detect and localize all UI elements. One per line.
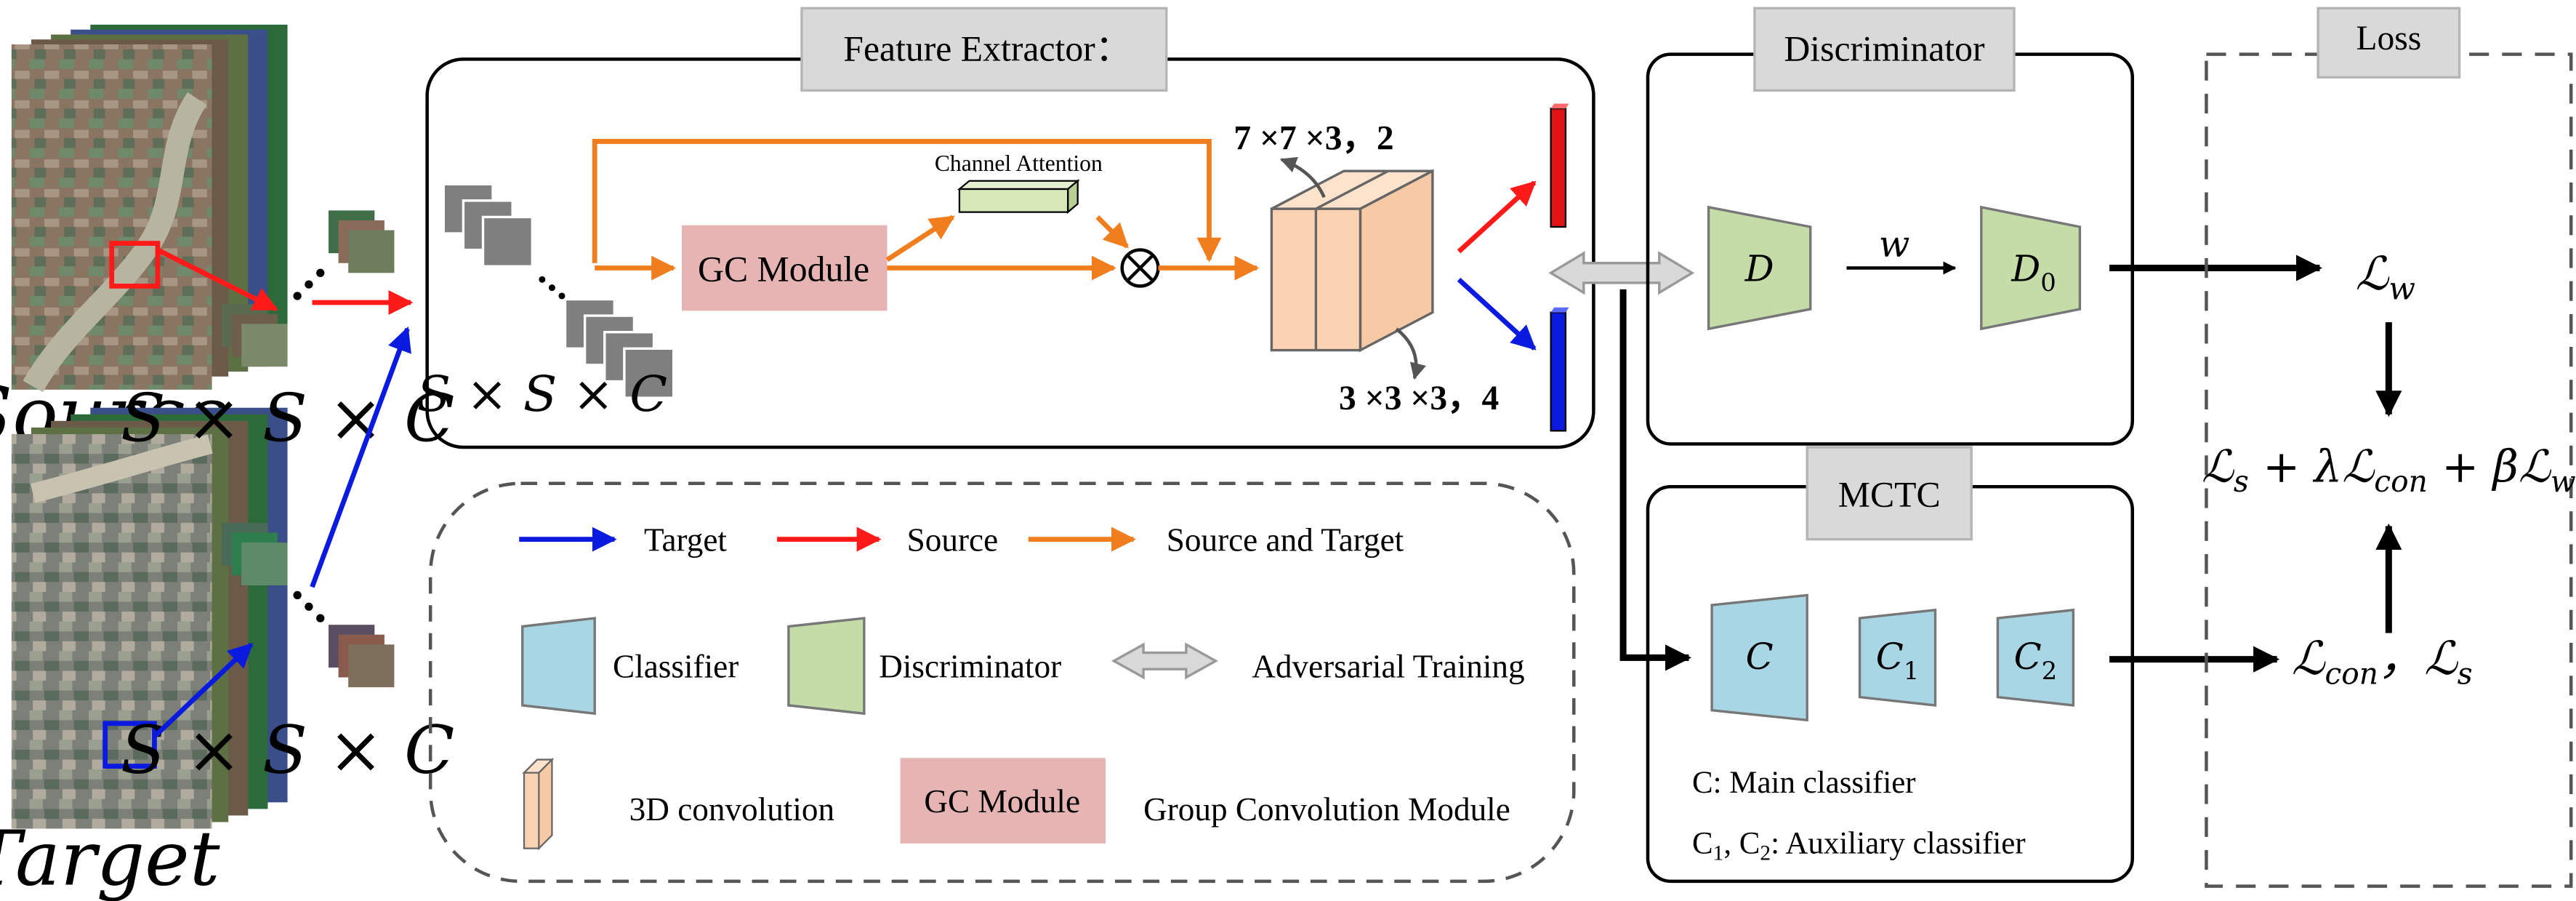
channel-attention-block: [957, 179, 1080, 215]
legend-classifier-icon: [521, 617, 596, 716]
classifier-c-block: [1710, 593, 1808, 722]
conv3d-block: [1270, 169, 1434, 353]
gc-module-label: GC Module: [698, 249, 869, 289]
conv-to-source-feature-arrow: [1457, 180, 1537, 254]
discriminator-d-label: D: [1744, 248, 1774, 290]
c2-label: C: [2014, 636, 2042, 678]
target-image-stack: [11, 407, 288, 829]
legend-classifier-label: Classifier: [613, 649, 738, 685]
skip-connection-arrow: [592, 139, 1222, 263]
classifier-c2-block: [1996, 608, 2075, 707]
d0-subscript: 0: [2040, 268, 2056, 297]
extractor-input-size: S × S × C: [417, 365, 668, 423]
adversarial-double-arrow: [1548, 251, 1695, 295]
classifier-c1-block: [1858, 608, 1937, 707]
legend-target-label: Target: [644, 521, 727, 558]
feature-extractor-title-box: [800, 7, 1168, 92]
kernel-top-pointer: [1279, 156, 1326, 199]
target-to-patch-arrow: [153, 642, 254, 739]
discriminator-title-box: [1753, 7, 2016, 92]
legend-discriminator-label: Discriminator: [879, 649, 1061, 685]
target-patch-to-extractor-arrow: [310, 327, 411, 588]
source-image-stack: [11, 24, 288, 393]
gc-to-attention-arrow: [885, 215, 955, 263]
attention-to-multiply-arrow: [1095, 215, 1129, 249]
svg-text:C1: C1: [1876, 636, 1920, 685]
w-label: w: [1879, 223, 1910, 265]
legend-source-label: Source: [907, 521, 999, 558]
loss-lcon-ls: ℒcon，ℒs: [2292, 631, 2473, 692]
mctc-title-box: [1806, 446, 1973, 541]
discriminator-d0-block: [1980, 205, 2082, 331]
source-patch-size: S × S × C: [121, 380, 454, 457]
source-feature-vector: [1550, 103, 1569, 228]
target-label: Target: [0, 814, 220, 901]
classifier-c-label: C: [1746, 636, 1774, 678]
source-patches: [222, 210, 395, 367]
kernel-bottom-label: 3 ×3 ×3，4: [1339, 380, 1499, 417]
c2-subscript: 2: [2042, 657, 2058, 685]
discriminator-d-block: [1707, 205, 1812, 331]
target-patch-size: S × S × C: [121, 713, 454, 789]
legend-discriminator-icon: [787, 617, 866, 716]
loss-total: ℒs + λℒcon + βℒw: [2202, 441, 2576, 499]
discriminator-title: Discriminator: [1784, 29, 1985, 69]
svg-text:C2: C2: [2014, 636, 2058, 685]
legend-gc-module-label: GC Module: [924, 783, 1080, 820]
legend-shared-label: Source and Target: [1167, 521, 1404, 558]
legend-group-conv-label: Group Convolution Module: [1143, 791, 1510, 828]
legend-panel: [428, 481, 1576, 884]
target-patches: [222, 522, 395, 688]
legend-adversarial-label: Adversarial Training: [1252, 649, 1524, 685]
multiply-icon: [1120, 248, 1160, 288]
aux-classifier-note: C1, C2: Auxiliary classifier: [1692, 826, 2026, 865]
c1-label: C: [1876, 636, 1904, 678]
legend-gc-module-icon: [900, 758, 1106, 844]
kernel-bottom-pointer: [1395, 327, 1426, 380]
mctc-title: MCTC: [1838, 474, 1941, 514]
legend-adversarial-icon: [1111, 642, 1219, 680]
legend-conv3d-label: 3D convolution: [629, 791, 834, 828]
legend-conv3d-icon: [522, 757, 555, 851]
loss-title: Loss: [2356, 20, 2422, 57]
channel-attention-label: Channel Attention: [935, 151, 1103, 176]
loss-lw: ℒw: [2356, 247, 2415, 308]
loss-title-box: [2317, 7, 2461, 79]
input-feature-stack: [442, 183, 675, 399]
d0-label: D: [2011, 248, 2040, 290]
main-classifier-note: C: Main classifier: [1692, 766, 1916, 800]
c1-subscript: 1: [1904, 657, 1920, 685]
gc-module-block: [681, 225, 887, 311]
svg-text:D0: D0: [2011, 248, 2056, 297]
feature-to-mctc-arrow: [1619, 289, 1692, 671]
source-to-patch-arrow: [156, 247, 278, 312]
target-feature-vector: [1550, 307, 1569, 432]
conv-to-target-feature-arrow: [1457, 277, 1537, 351]
feature-extractor-title: Feature Extractor：: [843, 29, 1131, 69]
kernel-top-label: 7 ×7 ×3，2: [1233, 120, 1393, 158]
